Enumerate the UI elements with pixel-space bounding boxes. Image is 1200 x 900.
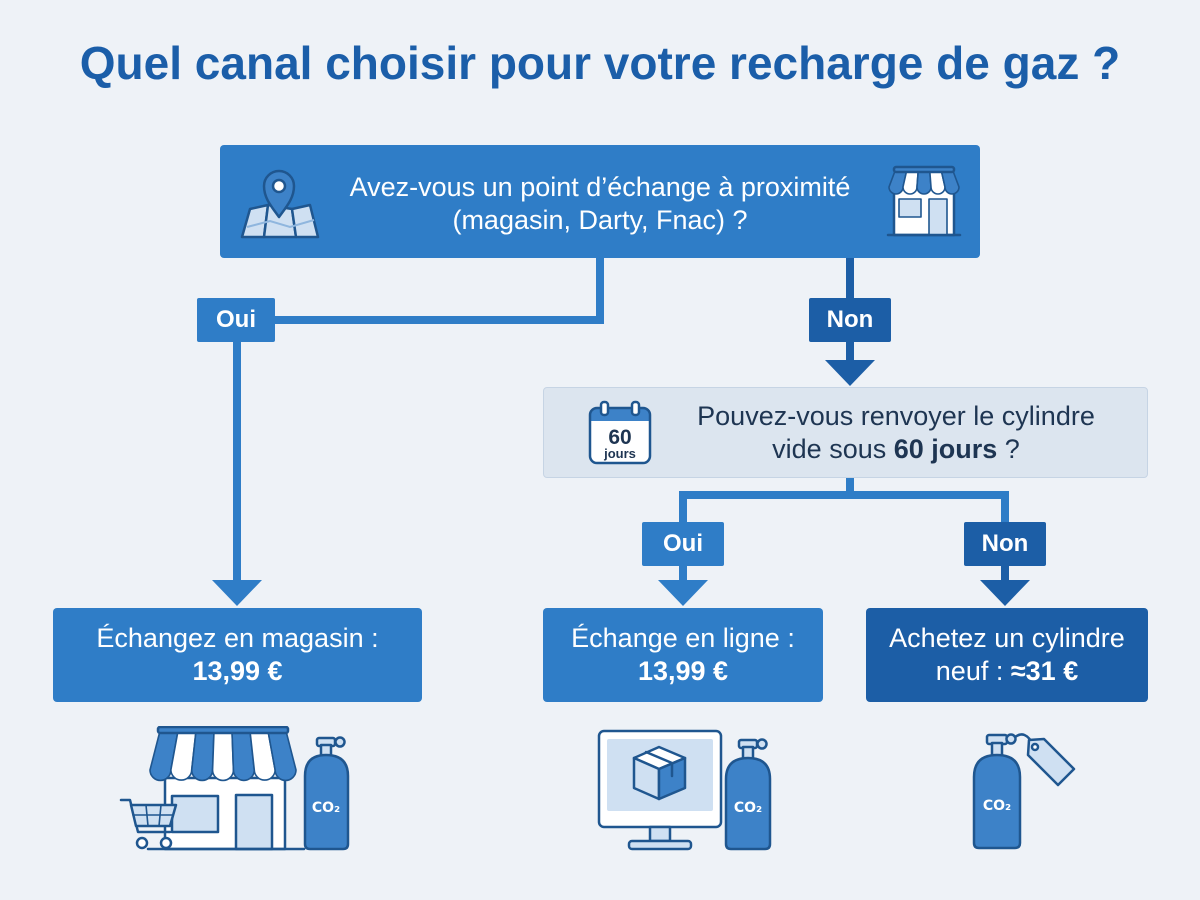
parcel-icon: [632, 745, 687, 801]
shop-illustration-svg: CO₂: [119, 725, 350, 851]
page-title: Quel canal choisir pour votre recharge d…: [79, 37, 1121, 89]
parcel-tape: [644, 750, 674, 778]
shop-svg: [886, 165, 962, 237]
outcome-store-price: 13,99 €: [192, 656, 283, 686]
edge-return-branches: [679, 491, 1009, 526]
map-panel-right: [290, 203, 320, 239]
cylinder-body: [724, 756, 772, 851]
cart-wheel: [159, 836, 173, 850]
calendar-icon: 60 jours: [586, 399, 654, 467]
computer-illustration-svg: CO₂: [597, 729, 772, 851]
monitor-neck: [648, 825, 672, 843]
awning-stripe: [190, 730, 215, 782]
cylinder-tag-illustration-svg: CO₂: [972, 733, 1076, 850]
branch-return-no: Non: [964, 522, 1046, 566]
outcome-online-price: 13,99 €: [637, 656, 729, 686]
awning-stripe: [211, 730, 235, 782]
cylinder-valve-knob: [334, 736, 346, 748]
map-pin-center: [271, 178, 287, 194]
cylinder-label: CO₂: [983, 798, 1011, 814]
shopping-cart-icon: [119, 798, 178, 850]
question-return-deadline: 60 jours: [893, 433, 998, 464]
question-proximity-line1: Avez-vous un point d’échange à proximité: [349, 172, 851, 202]
question-proximity-box: Avez-vous un point d’échange à proximité…: [220, 145, 980, 258]
branch-proximity-yes: Oui: [197, 298, 275, 342]
shop-awning-bar: [892, 165, 956, 174]
shop-icon: [885, 165, 963, 240]
outcome-online-box: Échange en ligne : 13,99 €: [543, 608, 823, 702]
calendar-band-fill: [590, 414, 650, 421]
gas-cylinder-icon: CO₂: [724, 738, 772, 851]
outcome-buy-new-price: ≈31 €: [1010, 656, 1079, 686]
shop-window: [170, 794, 220, 834]
edge-proximity-yes-arrowhead: [212, 580, 262, 606]
outcome-online-label: Échange en ligne :: [571, 623, 795, 653]
map-pin-icon: [240, 165, 320, 240]
cylinder-valve-knob: [1005, 733, 1017, 745]
shop-with-cart-and-cylinder-icon: CO₂: [118, 725, 354, 854]
shop-awning-stripe: [902, 170, 919, 195]
calendar-number: 60: [608, 426, 631, 449]
price-tag-icon: [1026, 737, 1076, 787]
gas-cylinder-icon: CO₂: [972, 733, 1022, 850]
calendar-ring-left: [599, 400, 610, 417]
calendar-unit: jours: [603, 446, 636, 461]
edge-proximity-no-arrowhead: [825, 360, 875, 386]
branch-return-yes: Oui: [642, 522, 724, 566]
outcome-buy-new-label: Achetez un cylindre: [889, 623, 1125, 653]
shop-awning-stripe: [916, 170, 932, 195]
calendar-outline: [588, 406, 652, 465]
outcome-store-box: Échangez en magasin : 13,99 €: [53, 608, 422, 702]
calendar-page: [590, 408, 650, 463]
cylinder-body: [303, 753, 350, 851]
outcome-buy-new-line2-start: neuf :: [935, 656, 1011, 686]
shop-window: [898, 198, 922, 218]
shop-awning-stripe: [940, 170, 960, 195]
map-road: [246, 219, 315, 229]
cylinder-with-price-tag-icon: CO₂: [970, 725, 1078, 853]
cylinder-label: CO₂: [312, 800, 340, 816]
outcome-store-label: Échangez en magasin :: [96, 623, 379, 653]
outcome-buy-new-line2: neuf : ≈31 €: [936, 655, 1078, 688]
edge-return-yes-arrowhead: [658, 580, 708, 606]
awning-stripe: [267, 730, 297, 782]
price-tag-hole: [1030, 742, 1040, 752]
monitor-base: [627, 839, 693, 851]
branch-proximity-no: Non: [809, 298, 891, 342]
cylinder-body: [972, 753, 1022, 850]
parcel-right: [657, 756, 687, 801]
shop-door: [928, 198, 948, 236]
cylinder-label: CO₂: [734, 800, 762, 816]
cylinder-valve-knob: [756, 738, 768, 750]
edge-proximity-yes: [272, 255, 604, 324]
cart-wheel: [135, 836, 149, 850]
edge-return-no-arrowhead: [980, 580, 1030, 606]
calendar-ring-right: [630, 400, 641, 417]
map-pin: [262, 169, 296, 219]
question-proximity-line2: (magasin, Darty, Fnac) ?: [452, 205, 748, 235]
question-return-box: 60 jours Pouvez-vous renvoyer le cylindr…: [543, 387, 1148, 478]
awning-bar: [156, 725, 290, 735]
computer-with-parcel-and-cylinder-icon: CO₂: [596, 728, 776, 854]
map-pin-svg: [240, 169, 320, 239]
shop-door: [234, 793, 274, 851]
outcome-buy-new-box: Achetez un cylindre neuf : ≈31 €: [866, 608, 1148, 702]
question-return-line1: Pouvez-vous renvoyer le cylindre: [697, 400, 1095, 431]
gas-cylinder-icon: CO₂: [303, 736, 350, 851]
calendar-svg: 60 jours: [588, 400, 652, 465]
question-return-line2-start: vide sous: [772, 433, 894, 464]
question-return-text: Pouvez-vous renvoyer le cylindre vide so…: [661, 388, 1131, 477]
question-return-line2: vide sous 60 jours ?: [772, 433, 1020, 466]
question-return-line2-end: ?: [997, 433, 1020, 464]
